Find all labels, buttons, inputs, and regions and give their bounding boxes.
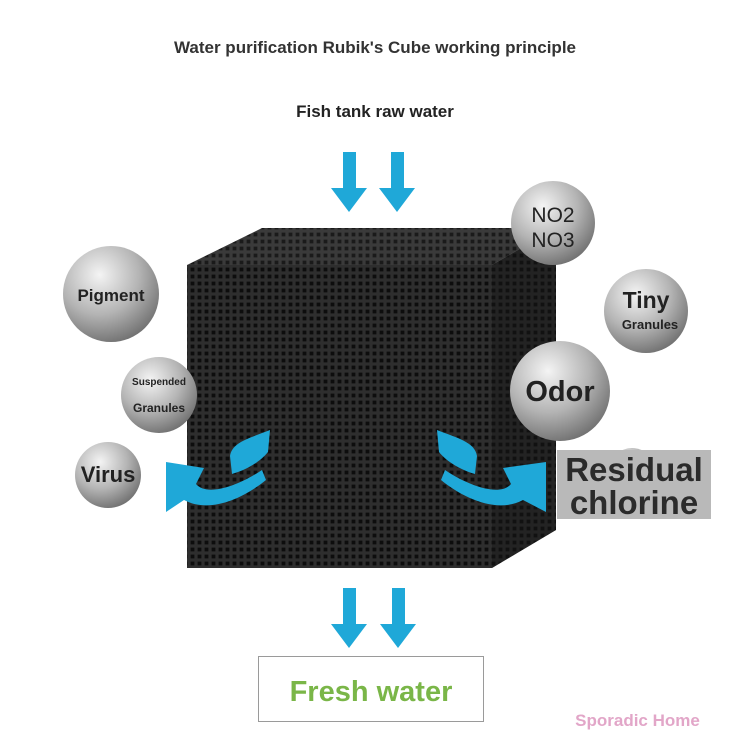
diagram-title: Water purification Rubik's Cube working … — [173, 38, 576, 57]
bubble-nitrates — [511, 181, 595, 265]
label-suspended-1: Suspended — [132, 377, 186, 388]
cube-outflow-left — [166, 430, 270, 512]
output-label: Fresh water — [289, 676, 453, 708]
inflow-arrow-left — [331, 152, 367, 212]
label-odor: Odor — [525, 376, 595, 408]
bubble-tiny — [604, 269, 688, 353]
bubble-pigment — [63, 246, 159, 342]
label-residual-1: Residual — [565, 451, 703, 488]
label-tiny-1: Tiny — [622, 287, 670, 313]
inflow-arrows — [331, 152, 415, 212]
input-label: Fish tank raw water — [296, 102, 454, 121]
outflow-arrow-left — [331, 588, 367, 648]
cube-front-face — [187, 265, 492, 568]
label-suspended-2: Granules — [132, 401, 186, 415]
label-residual-chlorine: Residual chlorine — [557, 453, 711, 519]
label-virus: Virus — [80, 462, 136, 487]
filter-cube — [187, 228, 556, 568]
label-tiny-2: Granules — [621, 317, 679, 332]
bubble-suspended — [121, 357, 197, 433]
bubble-virus — [75, 442, 141, 508]
label-no2: NO2 — [531, 204, 575, 227]
fresh-water-box — [258, 656, 484, 722]
cube-top-face — [187, 228, 556, 265]
inflow-arrow-right — [379, 152, 415, 212]
label-residual-2: chlorine — [569, 484, 699, 521]
outflow-arrows — [331, 588, 416, 648]
cube-outflow-right — [437, 430, 546, 512]
outflow-arrow-right — [380, 588, 416, 648]
residual-chlorine-box — [557, 450, 711, 519]
label-pigment: Pigment — [77, 286, 145, 305]
bubble-odor — [510, 341, 610, 441]
watermark: Sporadic Home — [575, 711, 700, 730]
curved-arrow-right — [437, 430, 546, 512]
curved-arrow-left — [166, 430, 270, 512]
label-no3: NO3 — [531, 229, 575, 252]
